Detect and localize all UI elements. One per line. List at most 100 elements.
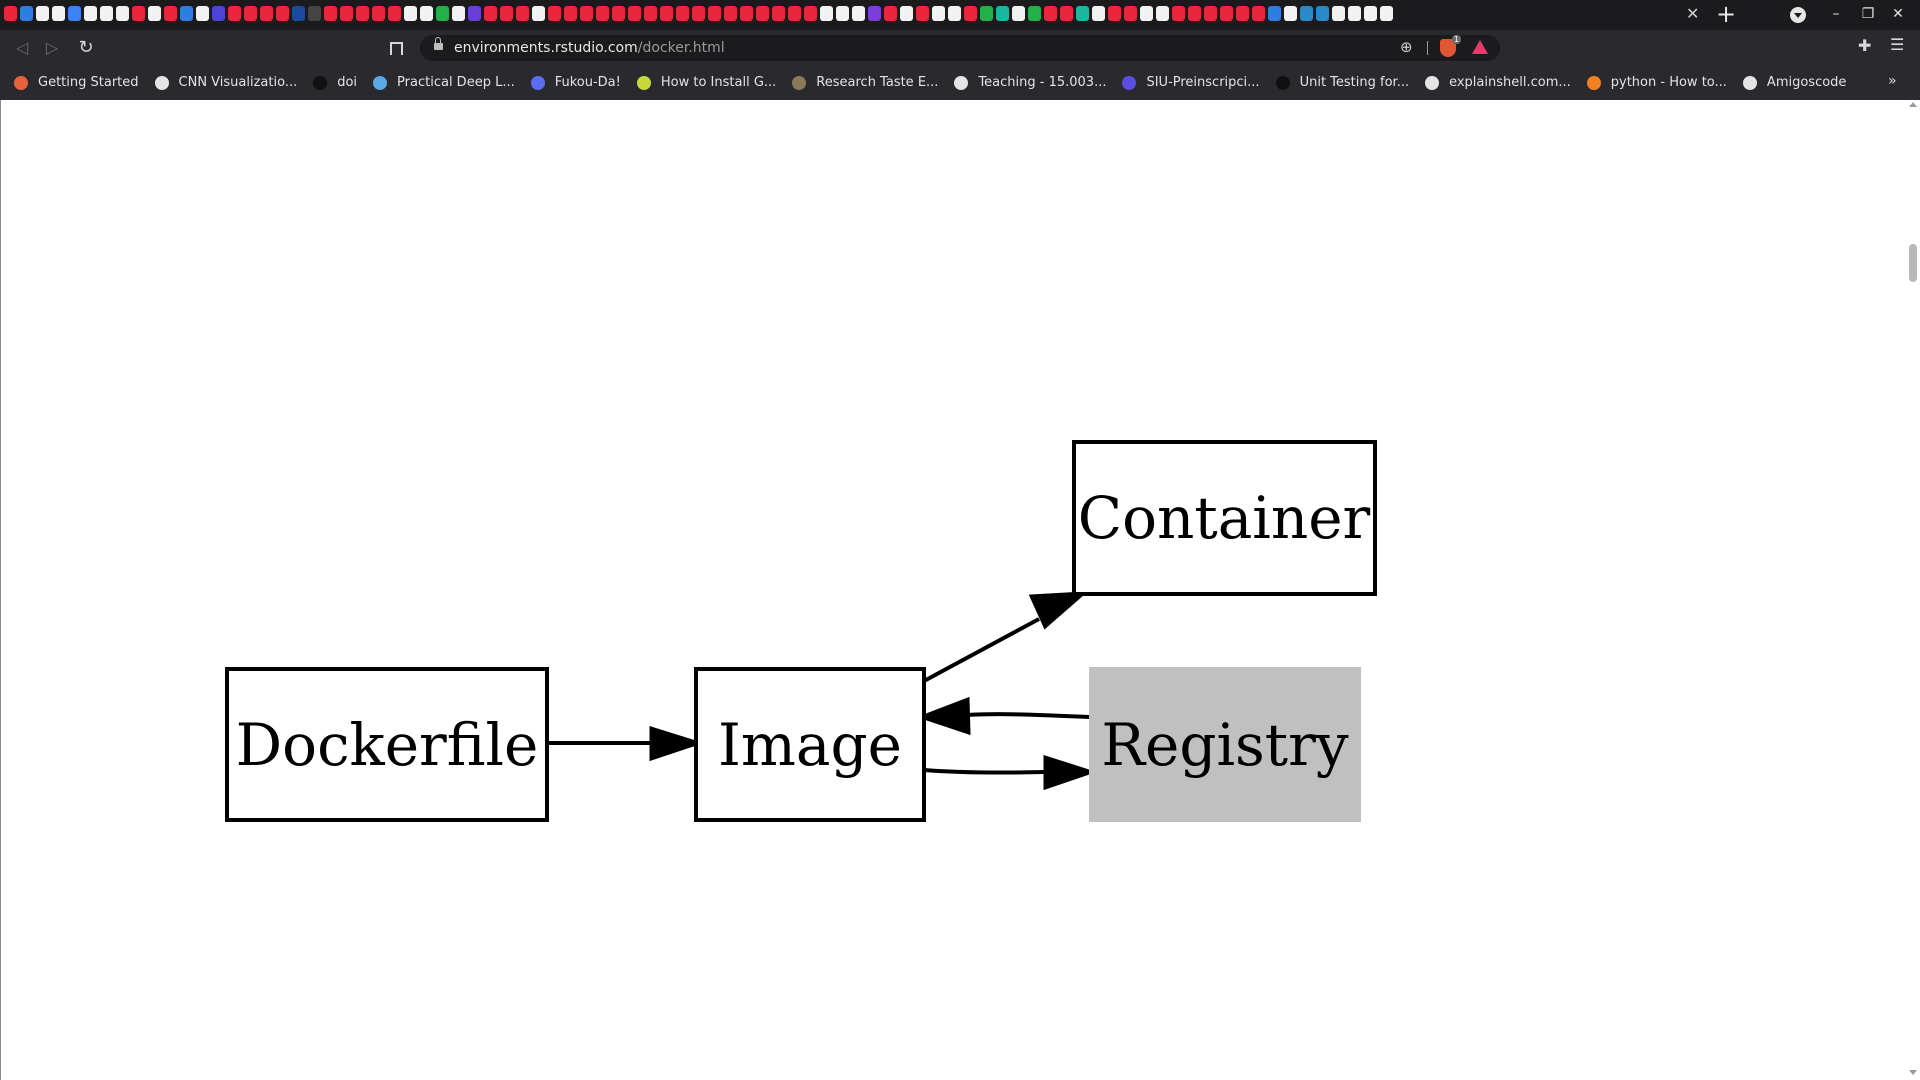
tab-favicon-icon[interactable] [1156,6,1169,21]
tab-favicon-icon[interactable] [564,6,577,21]
tab-search-icon[interactable] [1790,7,1806,23]
scroll-down-arrow-icon[interactable] [1909,1070,1917,1075]
tab-favicon-icon[interactable] [276,6,289,21]
bookmark-item[interactable]: CNN Visualizatio... [154,74,297,92]
tab-favicon-icon[interactable] [980,6,993,21]
tab-favicon-icon[interactable] [500,6,513,21]
tab-favicon-icon[interactable] [1172,6,1185,21]
back-arrow-icon[interactable]: ◁ [15,38,29,57]
tab-favicon-icon[interactable] [196,6,209,21]
tab-favicon-icon[interactable] [804,6,817,21]
bookmark-item[interactable]: explainshell.com... [1425,74,1571,92]
tab-favicon-icon[interactable] [324,6,337,21]
tab-favicon-icon[interactable] [692,6,705,21]
tab-favicon-icon[interactable] [836,6,849,21]
tab-favicon-icon[interactable] [516,6,529,21]
tab-favicon-icon[interactable] [1060,6,1073,21]
tab-favicon-icon[interactable] [1204,6,1217,21]
tab-favicon-icon[interactable] [996,6,1009,21]
tab-favicon-icon[interactable] [644,6,657,21]
hamburger-menu-icon[interactable]: ☰ [1890,35,1905,54]
new-tab-button[interactable]: + [1716,0,1737,28]
tab-favicon-icon[interactable] [1268,6,1281,21]
tab-favicon-icon[interactable] [740,6,753,21]
tab-favicon-icon[interactable] [852,6,865,21]
tab-favicon-icon[interactable] [228,6,241,21]
url-text[interactable]: environments.rstudio.com/docker.html [454,39,725,57]
tab-favicon-icon[interactable] [164,6,177,21]
tab-favicon-icon[interactable] [596,6,609,21]
tab-favicon-icon[interactable] [484,6,497,21]
bookmark-item[interactable]: SIU-Preinscripci... [1122,74,1260,92]
bookmark-item[interactable]: Amigoscode [1742,74,1846,92]
tab-favicon-icon[interactable] [36,6,49,21]
puzzle-piece-icon[interactable]: ✚ [1858,36,1872,55]
tab-favicon-icon[interactable] [68,6,81,21]
tab-favicon-icon[interactable] [116,6,129,21]
tab-favicon-icon[interactable] [1140,6,1153,21]
tab-favicon-icon[interactable] [612,6,625,21]
tab-favicon-icon[interactable] [948,6,961,21]
tab-favicon-icon[interactable] [340,6,353,21]
tab-favicon-icon[interactable] [1348,6,1361,21]
tab-favicon-icon[interactable] [372,6,385,21]
bookmark-icon[interactable] [384,36,408,60]
bookmark-item[interactable]: How to Install G... [636,74,776,92]
tab-favicon-icon[interactable] [900,6,913,21]
tab-favicon-icon[interactable] [580,6,593,21]
tab-favicon-icon[interactable] [1364,6,1377,21]
close-tab-icon[interactable]: ✕ [1686,4,1700,23]
tab-favicon-icon[interactable] [1236,6,1249,21]
tab-favicon-icon[interactable] [1092,6,1105,21]
tab-favicon-icon[interactable] [388,6,401,21]
tab-favicon-icon[interactable] [772,6,785,21]
bookmark-item[interactable]: Unit Testing for... [1275,74,1409,92]
tab-favicon-icon[interactable] [404,6,417,21]
tab-favicon-icon[interactable] [660,6,673,21]
tab-favicon-icon[interactable] [1028,6,1041,21]
bookmark-item[interactable]: Teaching - 15.003... [954,74,1106,92]
tab-favicon-icon[interactable] [676,6,689,21]
scroll-thumb[interactable] [1909,244,1917,282]
tab-favicon-icon[interactable] [52,6,65,21]
tab-favicon-icon[interactable] [292,6,305,21]
tab-favicon-icon[interactable] [820,6,833,21]
bookmark-item[interactable]: doi [313,74,357,92]
tab-favicon-icon[interactable] [260,6,273,21]
chevron-right-icon[interactable]: » [1888,73,1897,89]
tab-favicon-icon[interactable] [932,6,945,21]
tab-favicon-icon[interactable] [1124,6,1137,21]
restore-button[interactable]: ❐ [1861,6,1875,22]
tab-favicon-icon[interactable] [420,6,433,21]
tab-favicon-icon[interactable] [1220,6,1233,21]
tab-favicon-icon[interactable] [436,6,449,21]
brave-rewards-icon[interactable] [1472,40,1488,54]
scroll-up-arrow-icon[interactable] [1909,102,1917,107]
reload-icon[interactable]: ↻ [78,37,94,58]
tab-favicon-icon[interactable] [452,6,465,21]
tab-favicon-icon[interactable] [532,6,545,21]
tab-favicon-icon[interactable] [468,6,481,21]
tab-favicon-icon[interactable] [244,6,257,21]
vertical-scrollbar[interactable] [1906,100,1920,1080]
close-window-button[interactable]: ✕ [1892,6,1904,22]
minimize-button[interactable]: – [1832,6,1840,22]
tab-favicon-icon[interactable] [628,6,641,21]
bookmark-item[interactable]: Practical Deep L... [373,74,515,92]
tab-favicon-icon[interactable] [1316,6,1329,21]
tab-favicon-icon[interactable] [1012,6,1025,21]
tab-favicon-icon[interactable] [964,6,977,21]
brave-shields-icon[interactable] [1440,39,1456,57]
tab-favicon-icon[interactable] [1332,6,1345,21]
tab-favicon-icon[interactable] [20,6,33,21]
bookmark-item[interactable]: python - How to... [1586,74,1727,92]
tab-favicon-icon[interactable] [356,6,369,21]
tab-favicon-icon[interactable] [180,6,193,21]
tab-favicon-icon[interactable] [724,6,737,21]
tab-favicon-icon[interactable] [4,6,17,21]
tab-favicon-icon[interactable] [868,6,881,21]
tab-favicon-icon[interactable] [308,6,321,21]
tab-favicon-icon[interactable] [1252,6,1265,21]
tab-favicon-icon[interactable] [148,6,161,21]
tab-favicon-icon[interactable] [1300,6,1313,21]
